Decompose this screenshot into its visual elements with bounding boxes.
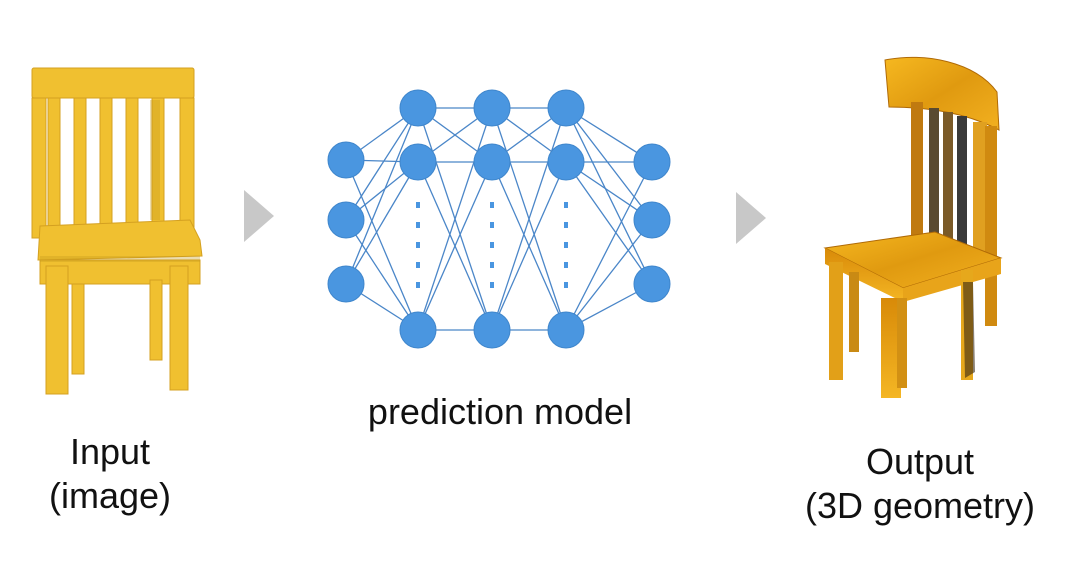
output-3d-chair-image	[815, 52, 1015, 407]
ellipsis-dot	[416, 222, 420, 228]
network-node	[399, 143, 437, 181]
input-caption-line1: Input	[69, 431, 151, 472]
network-node	[399, 89, 437, 127]
network-node	[473, 89, 511, 127]
neural-network-diagram	[320, 80, 680, 360]
network-edge	[565, 219, 653, 331]
ellipsis-dot	[490, 222, 494, 228]
ellipsis-dot	[564, 222, 568, 228]
triangle-arrow-icon	[732, 190, 768, 246]
network-node	[547, 143, 585, 181]
ellipsis-dot	[490, 262, 494, 268]
ellipsis-dot	[416, 282, 420, 288]
network-edge	[417, 161, 493, 331]
network-node	[547, 89, 585, 127]
triangle-arrow-icon	[240, 188, 276, 244]
ellipsis-dot	[564, 242, 568, 248]
network-edge	[491, 107, 567, 331]
network-edge	[491, 161, 567, 331]
ellipsis-dot	[490, 202, 494, 208]
ellipsis-dot	[564, 262, 568, 268]
network-edge	[345, 107, 419, 221]
network-node	[399, 311, 437, 349]
network-node	[633, 265, 671, 303]
ellipsis-dot	[564, 282, 568, 288]
ellipsis-dot	[416, 202, 420, 208]
network-edge	[565, 107, 653, 221]
model-caption: prediction model	[300, 390, 700, 434]
network-node	[473, 143, 511, 181]
ellipsis-dot	[416, 242, 420, 248]
network-node	[633, 143, 671, 181]
input-caption-line2: (image)	[48, 475, 172, 516]
network-edge	[565, 161, 653, 285]
network-edge	[417, 107, 493, 331]
ellipsis-dot	[564, 202, 568, 208]
model-caption-text: prediction model	[367, 391, 633, 432]
network-edge	[345, 107, 419, 285]
network-node	[327, 201, 365, 239]
network-edges	[345, 107, 653, 331]
output-caption: Output (3D geometry)	[770, 440, 1070, 528]
ellipsis-dot	[416, 262, 420, 268]
network-edge	[345, 159, 419, 331]
input-caption: Input (image)	[0, 430, 220, 518]
input-chair-image	[10, 60, 220, 400]
network-node	[633, 201, 671, 239]
output-caption-line1: Output	[865, 441, 975, 482]
network-node	[547, 311, 585, 349]
ellipsis-dot	[490, 242, 494, 248]
network-node	[473, 311, 511, 349]
network-edge	[345, 161, 419, 285]
output-caption-line2: (3D geometry)	[804, 485, 1036, 526]
network-edge	[345, 219, 419, 331]
network-edge	[565, 107, 653, 285]
ellipsis-dot	[490, 282, 494, 288]
network-edge	[565, 161, 653, 331]
network-node	[327, 141, 365, 179]
network-node	[327, 265, 365, 303]
